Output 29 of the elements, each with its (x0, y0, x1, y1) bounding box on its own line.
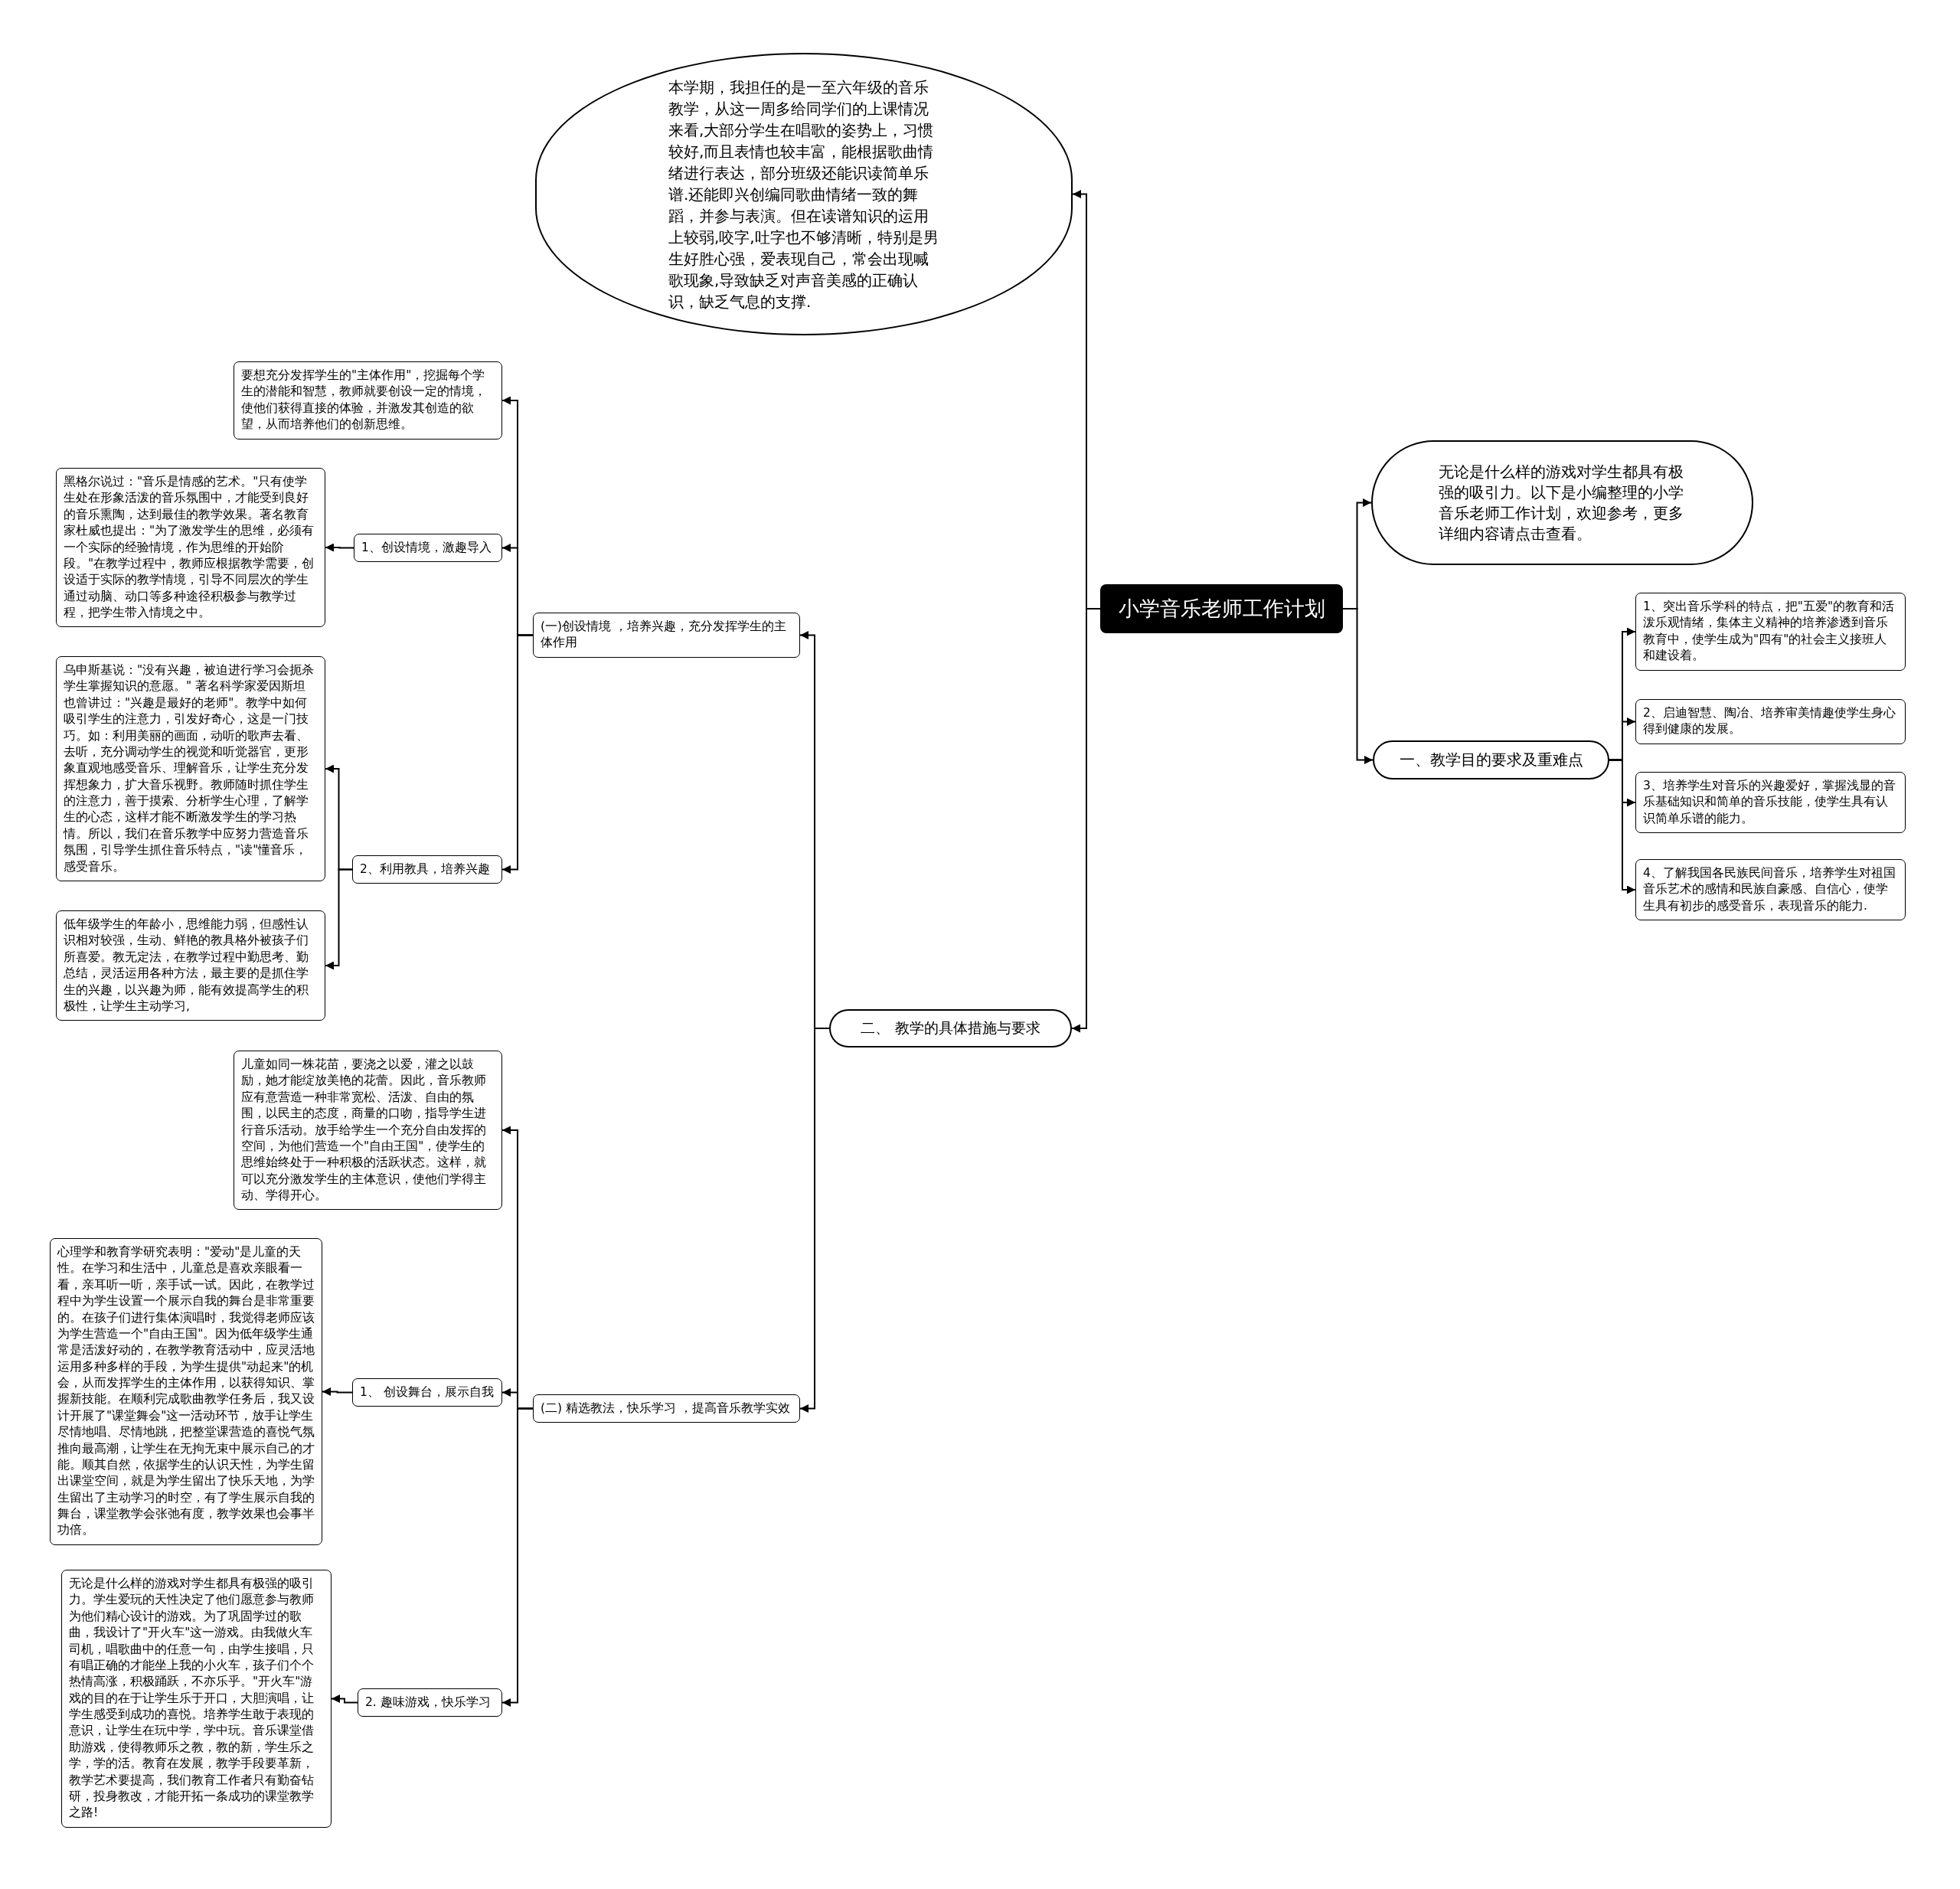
topic-box: 2、利用教具，培养兴趣 (352, 855, 502, 884)
topic-box: 1、突出音乐学科的特点，把"五爱"的教育和活泼乐观情绪，集体主义精神的培养渗透到音乐教育中，使学生成为"四有"的社会主义接班人和建设着。 (1635, 593, 1906, 671)
topic-box: 2. 趣味游戏，快乐学习 (358, 1688, 502, 1717)
topic-box: (一)创设情境 ，培养兴趣，充分发挥学生的主体作用 (533, 613, 800, 658)
topic-pill: 一、教学目的要求及重难点 (1373, 740, 1609, 779)
topic-box: 儿童如同一株花苗，要浇之以爱，灌之以鼓励，她才能绽放美艳的花蕾。因此，音乐教师应有意营造一种非常宽松、活泼、自由的氛围，以民主的态度，商量的口吻，指导学生进行音乐活动。放手给学生一个充分自由发挥的空间，为他们营造一个"自由王国"，使学生的思维始终处于一种积极的活跃状态。这样，就可以充分激发学生的主体意识，使他们学得主动、学得开心。 (234, 1051, 502, 1211)
topic-box: 低年级学生的年龄小，思维能力弱，但感性认识相对较强，生动、鲜艳的教具格外被孩子们所喜爱。教无定法，在教学过程中勤思考、勤总结，灵活运用各种方法，最主要的是抓住学生的兴趣，以兴趣为师，能有效提高学生的积极性，让学生主动学习, (56, 910, 325, 1021)
topic-box: 黑格尔说过："音乐是情感的艺术。"只有使学生处在形象活泼的音乐氛围中，才能受到良好的音乐熏陶，达到最佳的教学效果。著名教育家杜威也提出："为了激发学生的思维，必须有一个实际的经验情境，作为思维的开始阶段。"在教学过程中，教师应根据教学需要，创设适于实际的教学情境，引导不同层次的学生通过动脑、动口等多种途径积极参与教学过程，把学生带入情境之中。 (56, 468, 325, 628)
connector-arrow (325, 543, 354, 552)
topic-pill: 二、 教学的具体措施与要求 (829, 1009, 1072, 1047)
connector-arrow (331, 1695, 358, 1704)
connector-arrow (1342, 608, 1374, 764)
topic-box: 4、了解我国各民族民间音乐，培养学生对祖国音乐艺术的感情和民族自豪感、自信心，使学生具有初步的感受音乐，表现音乐的能力. (1635, 859, 1906, 921)
topic-box: 无论是什么样的游戏对学生都具有极强的吸引力。学生爱玩的天性决定了他们愿意参与教师为他们精心设计的游戏。为了巩固学过的歌曲，我设计了"开火车"这一游戏。由我做火车司机，唱歌曲中的任意一句，由学生接唱，只有唱正确的才能坐上我的小火车，孩子们个个热情高涨，积极踊跃，不亦乐乎。"开火车"游戏的目的在于让学生乐于开口，大胆演唱，让学生感受到成功的喜悦。培养学生敢于表现的意识，让学生在玩中学，学中玩。音乐课堂借助游戏，使得教师乐之教，教的新，学生乐之学，学的活。教育在发展，教学手段要革新，教学艺术要提高，我们教育工作者只有勤奋钻研，投身教改，才能开拓一条成功的课堂教学之路! (61, 1570, 332, 1828)
topic-box: 乌申斯基说："没有兴趣，被迫进行学习会扼杀学生掌握知识的意愿。" 著名科学家爱因斯坦也曾讲过："兴趣是最好的老师"。教学中如何吸引学生的注意力，引发好奇心，这是一门技巧。如：利用美丽的画面，动听的歌声去看、去听，充分调动学生的视觉和听觉器官，更形象直观地感受音乐、理解音乐，让学生充分发挥想象力，扩大音乐视野。教师随时抓住学生的注意力，善于摸索、分析学生心理，了解学生的心态，这样才能不断激发学生的学习热情。所以，我们在音乐教学中应努力营造音乐氛围，引导学生抓住音乐特点，"读"懂音乐，感受音乐。 (56, 656, 325, 881)
connector-arrow (325, 868, 353, 970)
connector-arrow (322, 1387, 353, 1396)
topic-box: 心理学和教育学研究表明："爱动"是儿童的天性。在学习和生活中，儿童总是喜欢亲眼看一看，亲耳听一听，亲手试一试。因此，在教学过程中为学生设置一个展示自我的舞台是非常重要的。在孩子们进行集体演唱时，我觉得老师应该为学生营造一个"自由王国"。因为低年级学生通常是活泼好动的，在教学教育活动中，应灵活地运用多种多样的手段，为学生提供"动起来"的机会，从而发挥学生的主体作用，以获得知识、掌握新技能。在顺利完成歌曲教学任务后，我又设计开展了"课堂舞会"这一活动环节，放手让学生尽情地唱、尽情地跳，把整堂课营造的喜悦气氛推向最高潮，让学生在无拘无束中展示自己的才能。顺其自然，依据学生的认识天性，为学生留出课堂空间，就是为学生留出了快乐天地，为学生留出了主动学习的时空，有了学生展示自我的舞台，课堂教学会张弛有度，教学效果也会事半功倍。 (50, 1238, 322, 1545)
connector-arrow (1609, 759, 1636, 894)
topic-box: 3、培养学生对音乐的兴趣爱好，掌握浅显的音乐基础知识和简单的音乐技能，使学生具有认识简单乐谱的能力。 (1635, 772, 1906, 834)
topic-box: (二) 精选教法，快乐学习 ，提高音乐教学实效 (533, 1394, 800, 1423)
topic-box: 1、创设情境，激趣导入 (354, 534, 502, 563)
topic-box: 2、启迪智慧、陶冶、培养审美情趣使学生身心得到健康的发展。 (1635, 699, 1906, 744)
topic-box: 1、 创设舞台，展示自我 (352, 1378, 502, 1407)
connector-arrow (501, 1407, 534, 1707)
topic-pill: 无论是什么样的游戏对学生都具有极强的吸引力。以下是小编整理的小学音乐老师工作计划，欢迎参考，更多详细内容请点击查看。 (1371, 440, 1753, 565)
topic-box: 要想充分发挥学生的"主体作用"，挖掘每个学生的潜能和智慧，教师就要创设一定的情境，使他们获得直接的体验，并激发其创造的欲望，从而培养他们的创新思维。 (234, 361, 502, 440)
connector-arrow (501, 634, 534, 874)
central-topic: 小学音乐老师工作计划 (1100, 584, 1343, 633)
